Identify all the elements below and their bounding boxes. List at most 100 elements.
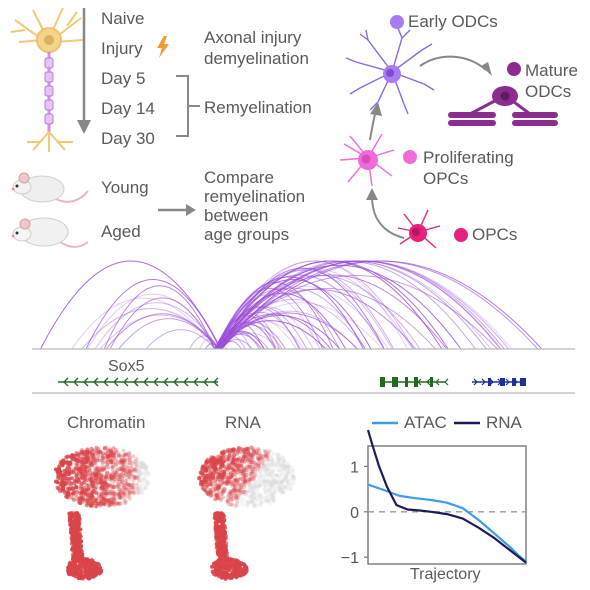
umap-point (126, 472, 131, 477)
umap-point (104, 491, 109, 496)
umap-point (216, 495, 221, 500)
umap-point (285, 481, 290, 486)
umap-point (122, 468, 127, 472)
umap-point (98, 479, 103, 483)
umap-point (286, 482, 291, 487)
umap-point (62, 474, 67, 478)
umap-point (103, 501, 108, 506)
umap-point (225, 475, 229, 480)
umap-point (256, 463, 261, 468)
umap-point (126, 482, 131, 487)
umap-point (104, 452, 109, 457)
strand-arrow (153, 377, 159, 387)
chromatin-link-arc (103, 285, 216, 350)
umap-point (280, 486, 285, 491)
umap-point (215, 492, 220, 497)
umap-point (225, 479, 230, 484)
umap-point (110, 492, 115, 497)
umap-point (278, 464, 283, 469)
umap-point (239, 459, 244, 464)
legend-rna-label: RNA (486, 413, 522, 432)
umap-point (226, 457, 231, 462)
umap-point (278, 489, 283, 493)
umap-point (121, 458, 126, 463)
exon (392, 377, 398, 387)
umap-point (273, 473, 278, 478)
umap-point (286, 464, 291, 469)
umap-point (99, 484, 104, 489)
umap-point (122, 498, 127, 503)
umap-point (118, 495, 122, 500)
chromatin-link-arc (221, 310, 358, 350)
umap-point (257, 478, 262, 483)
umap-point (270, 483, 274, 488)
umap-point (107, 498, 112, 503)
strand-arrow (505, 378, 510, 386)
umap-point (213, 463, 218, 468)
umap-point (268, 449, 273, 453)
umap-point (110, 500, 115, 505)
umap-point (249, 496, 254, 501)
umap-point (284, 467, 289, 472)
umap-point (127, 491, 132, 496)
umap-point (286, 465, 290, 470)
umap-point (267, 468, 272, 473)
umap-point (248, 474, 253, 479)
umap-point (244, 489, 249, 494)
umap-point (238, 499, 243, 504)
umap-point (282, 466, 287, 470)
umap-point (258, 461, 263, 465)
track-dividers (32, 348, 575, 394)
umap-point (213, 467, 218, 472)
umap-point (279, 464, 284, 469)
umap-point (236, 477, 241, 482)
umap-point (270, 475, 275, 479)
umap-point (266, 478, 271, 483)
exon (405, 377, 408, 387)
umap-point (257, 451, 262, 456)
umap-point (271, 477, 276, 482)
umap-point (217, 456, 222, 460)
umap-point (144, 465, 149, 470)
umap-point (268, 483, 273, 488)
umap-point (247, 458, 252, 463)
umap-point (252, 460, 257, 465)
umap-point (85, 469, 90, 474)
umap-point (238, 471, 243, 476)
umap-point (107, 453, 112, 458)
umap-point (241, 450, 246, 455)
lineage-diagram (339, 15, 558, 249)
umap-point (216, 472, 221, 477)
umap-point (250, 486, 255, 491)
umap-point (123, 468, 128, 473)
umap-point (78, 549, 83, 554)
umap-point (270, 463, 275, 468)
umap-point (74, 473, 79, 478)
umap-point (114, 478, 119, 483)
umap-point (229, 498, 234, 503)
umap-point (281, 478, 286, 483)
umap-point (255, 455, 260, 460)
umap-point (215, 475, 220, 480)
umap-point (242, 482, 247, 487)
umap-point (270, 495, 275, 500)
umap-point (118, 467, 123, 472)
chromatin-link-arc (218, 315, 341, 350)
umap-point (266, 480, 271, 485)
umap-point (273, 486, 278, 491)
umap-point (96, 447, 101, 451)
umap-point (256, 448, 261, 453)
umap-point (238, 476, 243, 481)
umap-point (248, 484, 252, 489)
umap-point (100, 473, 104, 478)
umap-point (277, 487, 282, 492)
umap-point (282, 467, 287, 472)
umap-point (118, 496, 123, 500)
umap-point (246, 455, 251, 460)
umap-point (227, 557, 232, 562)
umap-point (112, 490, 116, 495)
umap-point (124, 469, 129, 474)
umap-point (263, 467, 268, 472)
chromatin-link-arc (99, 314, 222, 350)
umap-point (250, 467, 255, 472)
